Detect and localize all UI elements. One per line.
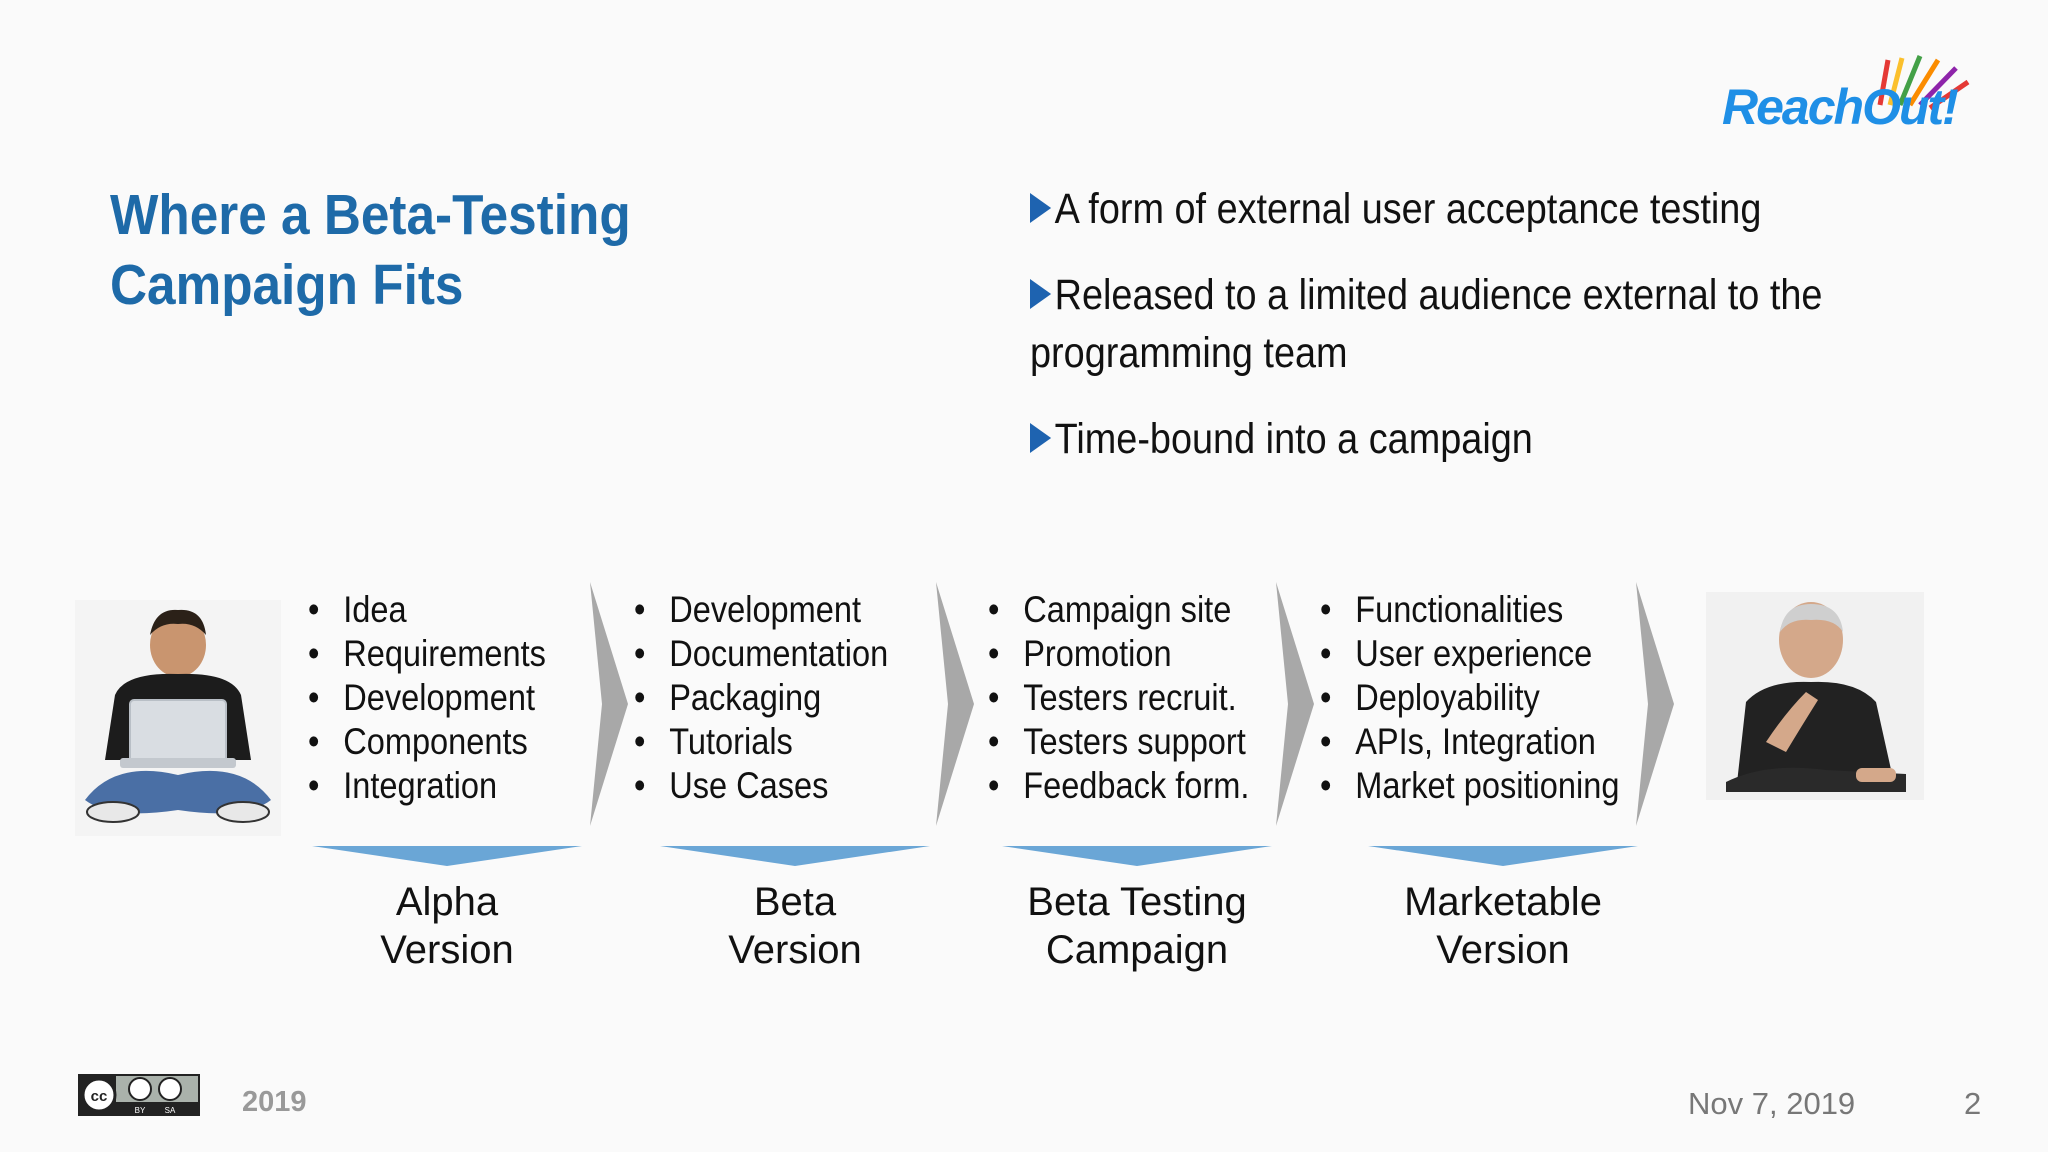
list-item: •APIs, Integration <box>1320 721 1596 762</box>
stage-items-beta: •Development •Documentation •Packaging •… <box>634 588 923 808</box>
definition-bullets: A form of external user acceptance testi… <box>1030 180 1950 496</box>
stage-items-alpha: •Idea •Requirements •Development •Compon… <box>308 588 578 808</box>
bullet-item: Time-bound into a campaign <box>1030 410 1840 468</box>
title-line-1: Where a Beta-Testing <box>110 183 631 247</box>
list-item: •Packaging <box>634 677 822 718</box>
stage-label-marketable: Marketable Version <box>1404 880 1602 972</box>
stage-pointer-icon <box>1368 846 1638 866</box>
list-item: •Campaign site <box>988 589 1232 630</box>
svg-text:BY: BY <box>135 1106 146 1115</box>
svg-text:SA: SA <box>165 1106 176 1115</box>
svg-text:cc: cc <box>91 1088 108 1105</box>
stage-pointer-icon <box>660 846 930 866</box>
footer-date: Nov 7, 2019 <box>1688 1086 1856 1121</box>
stage-label-alpha: Alpha Version <box>380 880 514 972</box>
stage-items-campaign: •Campaign site •Promotion •Testers recru… <box>988 588 1285 808</box>
list-item: •Components <box>308 721 528 762</box>
chevron-right-icon <box>1276 582 1314 826</box>
list-item: •Feedback form. <box>988 765 1250 806</box>
page-title: Where a Beta-Testing Campaign Fits <box>110 180 668 320</box>
list-item: •Promotion <box>988 633 1172 674</box>
page-number: 2 <box>1964 1086 1982 1121</box>
cc-by-sa-icon: cc BY SA <box>78 1074 200 1116</box>
list-item: •Testers recruit. <box>988 677 1237 718</box>
stage-label-campaign: Beta Testing Campaign <box>1027 880 1247 972</box>
stage-items-marketable: •Functionalities •User experience •Deplo… <box>1320 588 1660 808</box>
list-item: •Functionalities <box>1320 589 1564 630</box>
triangle-bullet-icon <box>1030 423 1052 453</box>
title-line-2: Campaign Fits <box>110 253 464 317</box>
list-item: •Testers support <box>988 721 1246 762</box>
triangle-bullet-icon <box>1030 279 1052 309</box>
list-item: •Tutorials <box>634 721 793 762</box>
logo-rays-icon <box>1877 55 1970 110</box>
list-item: •Development <box>308 677 536 718</box>
thinking-man-image <box>1706 592 1924 800</box>
bullet-item: A form of external user acceptance testi… <box>1030 180 1840 238</box>
list-item: •Use Cases <box>634 765 829 806</box>
stage-pointer-icon <box>312 846 582 866</box>
list-item: •Deployability <box>1320 677 1540 718</box>
reachout-logo: ReachOut! <box>1720 50 1980 140</box>
list-item: •User experience <box>1320 633 1593 674</box>
footer-year: 2019 <box>242 1086 307 1118</box>
list-item: •Requirements <box>308 633 546 674</box>
triangle-bullet-icon <box>1030 193 1052 223</box>
logo-text: ReachOut! <box>1722 79 1959 135</box>
chevron-right-icon <box>1636 582 1674 826</box>
list-item: •Idea <box>308 589 407 630</box>
developer-with-laptop-image <box>75 600 281 836</box>
chevron-right-icon <box>936 582 974 826</box>
list-item: •Development <box>634 589 862 630</box>
list-item: •Integration <box>308 765 498 806</box>
list-item: •Market positioning <box>1320 765 1620 806</box>
stage-pointer-icon <box>1002 846 1272 866</box>
chevron-right-icon <box>590 582 628 826</box>
list-item: •Documentation <box>634 633 889 674</box>
bullet-item: Released to a limited audience external … <box>1030 271 1823 377</box>
stage-label-beta: Beta Version <box>728 880 862 972</box>
